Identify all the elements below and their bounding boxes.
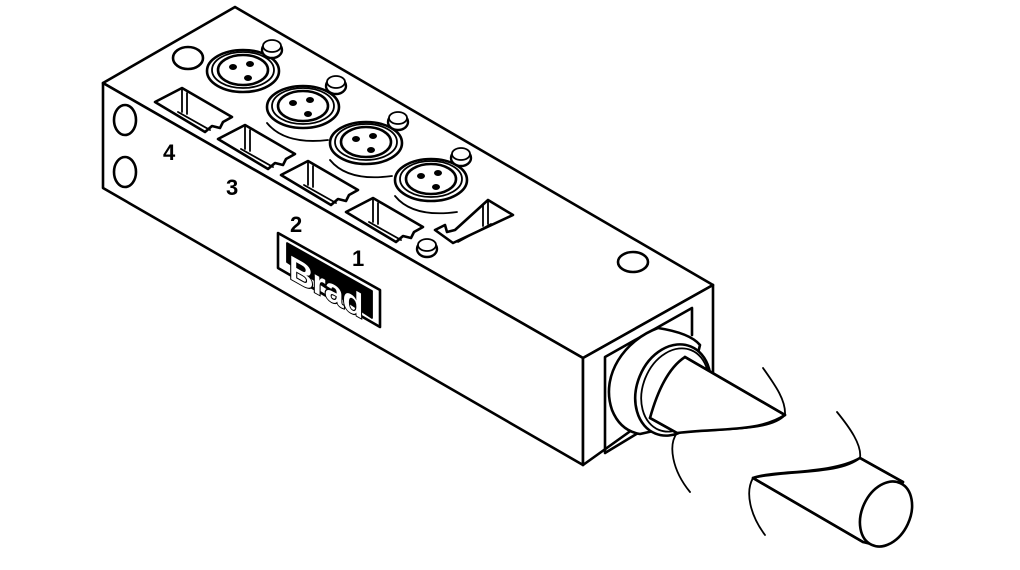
pin-post — [324, 75, 348, 96]
port-number-4: 4 — [163, 140, 176, 165]
latch-cutout — [216, 123, 297, 171]
pin-post — [260, 39, 284, 60]
pin-post-lower — [415, 238, 439, 259]
latch-cutout — [153, 86, 234, 134]
latch-cutouts — [153, 86, 515, 245]
connector-port-3 — [265, 75, 348, 142]
connector-port-2 — [328, 111, 410, 179]
port-numbers: 4 3 2 1 — [163, 140, 364, 271]
latch-cutout — [433, 198, 515, 245]
cable-assembly — [607, 326, 914, 548]
side-hole-lower — [112, 155, 138, 189]
latch-cutout — [344, 196, 425, 244]
end-face-recess — [603, 306, 694, 455]
port-number-2: 2 — [290, 212, 302, 237]
cable-end — [858, 480, 914, 548]
connector-port-4 — [205, 39, 284, 94]
connectors — [205, 39, 473, 259]
top-hole-right — [616, 250, 650, 274]
pin-post — [386, 111, 410, 132]
pin-post — [449, 147, 473, 168]
connector-port-1 — [393, 147, 473, 215]
brand-label: Brad — [276, 231, 382, 329]
side-hole-upper — [112, 103, 138, 137]
port-number-1: 1 — [352, 246, 364, 271]
break-line — [671, 367, 786, 493]
break-line — [748, 411, 862, 536]
latch-cutout — [279, 159, 360, 207]
port-number-3: 3 — [226, 175, 238, 200]
top-hole-left — [171, 45, 205, 71]
